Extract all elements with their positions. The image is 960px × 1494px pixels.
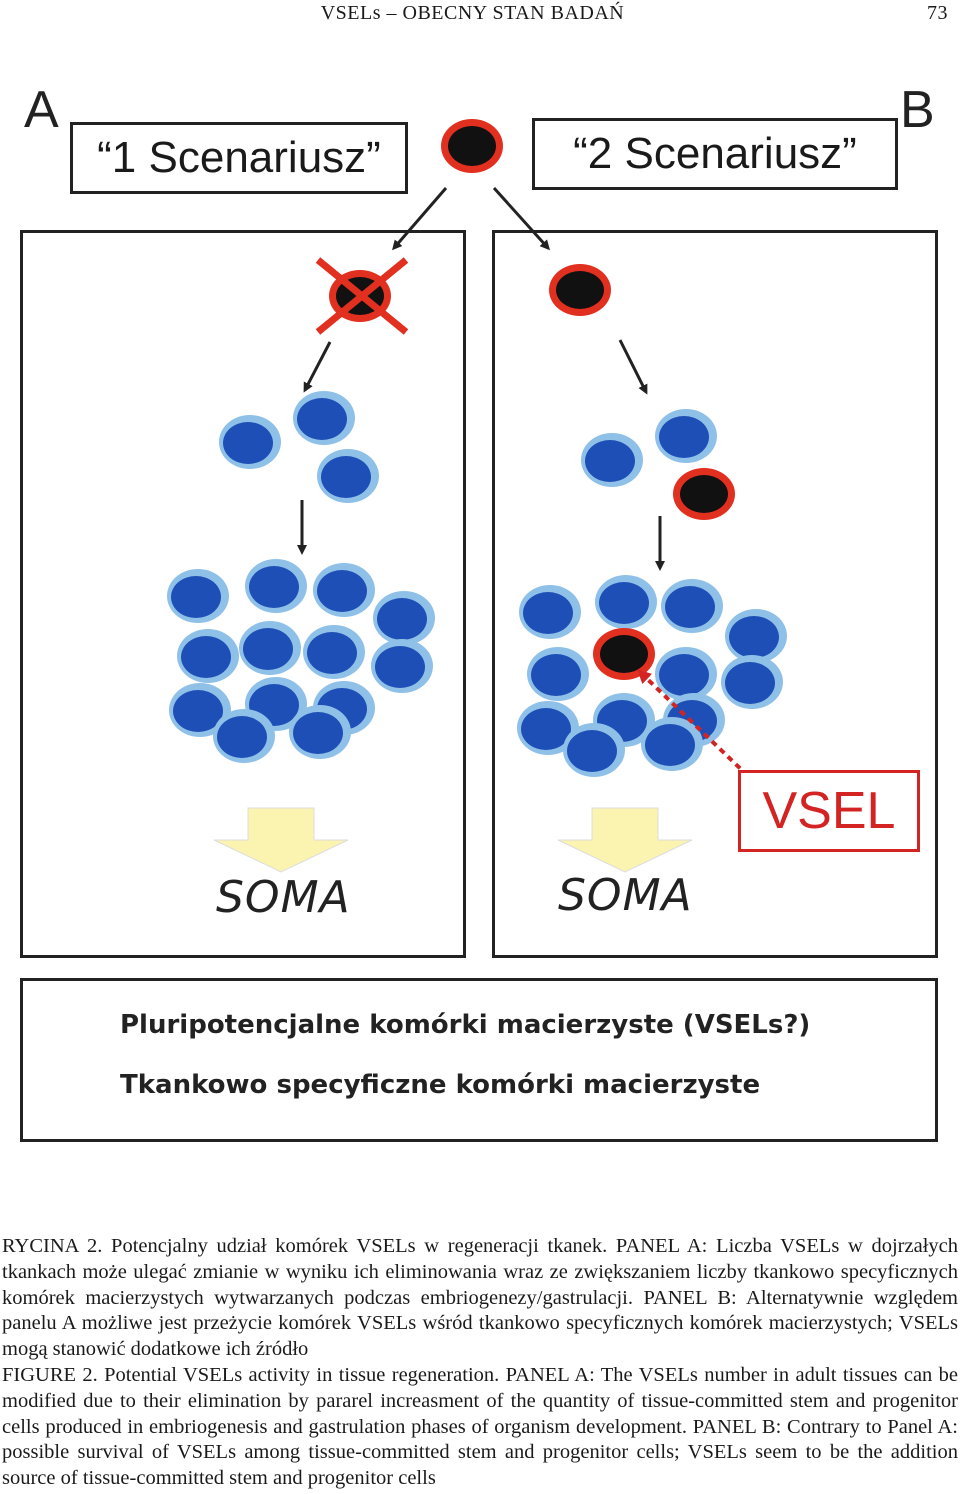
tissue-cell [293, 391, 355, 445]
vsel-callout-box: VSEL [738, 770, 920, 852]
tissue-cell [655, 647, 717, 701]
tissue-cell [721, 655, 783, 709]
vsel-callout-label: VSEL [762, 782, 896, 840]
vsel-pointer-line [637, 669, 750, 778]
tissue-cell [725, 609, 787, 663]
caption-english: FIGURE 2. Potential VSELs activity in ti… [2, 1363, 958, 1490]
tissue-cell [213, 709, 275, 763]
arrow-a1 [303, 341, 332, 393]
tissue-cell [167, 569, 229, 623]
tissue-cell [317, 449, 379, 503]
tissue-cell [373, 591, 435, 645]
origin-vsel-cell [441, 119, 503, 173]
surviving-vsel-cell [549, 264, 611, 316]
arrow-to-panel-a [392, 187, 448, 251]
tissue-cell [303, 625, 365, 679]
running-head: VSELs – OBECNY STAN BADAŃ 73 [0, 2, 960, 30]
tissue-cell [527, 647, 589, 701]
tissue-cell [517, 701, 579, 755]
cluster-vsel-cell [673, 468, 735, 520]
soma-arrow-b [557, 807, 693, 873]
tissue-cell [289, 705, 351, 759]
soma-label-a: SOMA [216, 872, 351, 923]
caption-polish: RYCINA 2. Potencjalny udział komórek VSE… [2, 1235, 958, 1361]
tissue-cell [581, 433, 643, 487]
page-number: 73 [927, 2, 948, 24]
figure-graphics [39, 119, 787, 1116]
figure: A B “1 Scenariusz” “2 Scenariusz” [0, 60, 960, 1170]
panel-b-letter: B [900, 81, 935, 139]
tissue-cell [519, 585, 581, 639]
scenario-1-label: “1 Scenariusz” [97, 133, 381, 182]
legend-label-vsel: Pluripotencjalne komórki macierzyste (VS… [120, 1010, 811, 1040]
tissue-cell [371, 639, 433, 693]
arrow-to-panel-b [492, 186, 551, 251]
tissue-cell [661, 579, 723, 633]
tissue-cell [595, 575, 657, 629]
soma-arrow-a [213, 807, 349, 873]
panel-b-cells [517, 409, 787, 777]
figure-caption: RYCINA 2. Potencjalny udział komórek VSE… [2, 1234, 958, 1492]
tissue-cell [169, 683, 231, 737]
panel-a-letter: A [24, 81, 59, 139]
tissue-cell [177, 629, 239, 683]
panel-a-cells [167, 391, 435, 763]
tissue-cell [641, 717, 703, 771]
arrow-b1 [618, 339, 648, 395]
legend [20, 978, 938, 1142]
scenario-2-box: “2 Scenariusz” [532, 118, 898, 190]
soma-label-b: SOMA [558, 870, 693, 921]
tissue-cell [313, 563, 375, 617]
tissue-cell [563, 723, 625, 777]
running-title: VSELs – OBECNY STAN BADAŃ [320, 2, 625, 24]
tissue-cell [219, 415, 281, 469]
scenario-2-label: “2 Scenariusz” [573, 129, 857, 178]
tissue-cell [239, 621, 301, 675]
tissue-cell [655, 409, 717, 463]
cross-icon [315, 257, 409, 335]
tissue-cell [245, 559, 307, 613]
cluster-vsel-cell-2 [593, 628, 655, 680]
legend-label-tissue: Tkankowo specyficzne komórki macierzyste [120, 1070, 761, 1100]
scenario-1-box: “1 Scenariusz” [70, 122, 408, 194]
